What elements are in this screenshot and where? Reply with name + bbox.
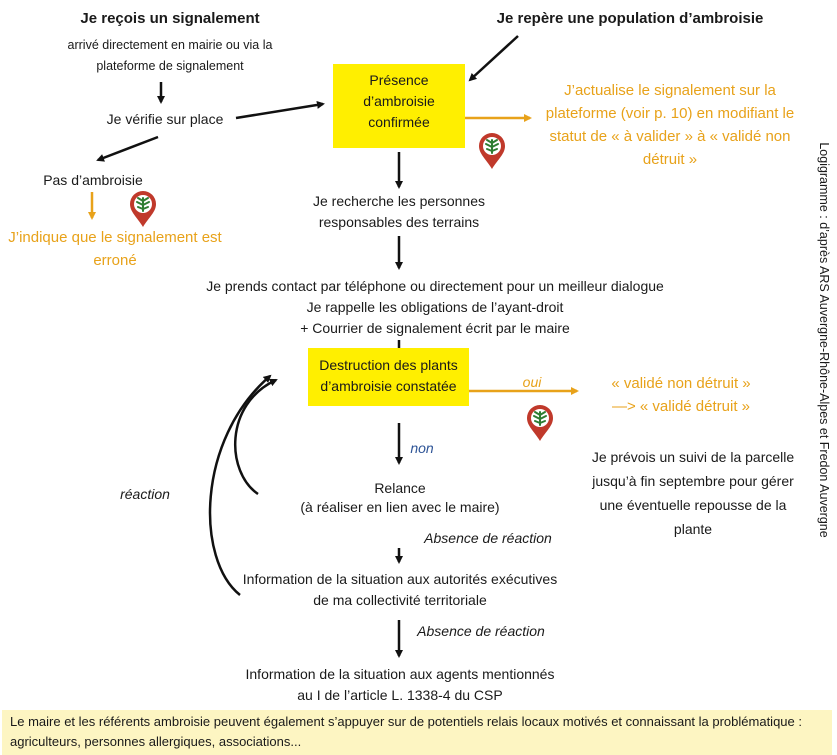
absence-reaction-1: Absence de réaction — [424, 530, 552, 546]
contact-line-1: Je prends contact par téléphone ou direc… — [206, 278, 664, 294]
info-agents-step: Information de la situation aux agents m… — [245, 666, 555, 703]
contact-line-2: Je rappelle les obligations de l’ayant-d… — [306, 299, 564, 315]
followup-text: Je prévois un suivi de la parcelle jusqu… — [591, 449, 795, 537]
absence-reaction-2: Absence de réaction — [417, 623, 545, 639]
arrow-verify-to-none — [96, 135, 159, 162]
receive-subtitle: arrivé directement en mairie ou via la p… — [67, 38, 273, 73]
arrow-info-back — [208, 374, 272, 596]
label-non: non — [410, 440, 434, 456]
relance-step: Relance — [374, 480, 426, 496]
destruction-confirmed-box: Destruction des plants d’ambroisie const… — [308, 348, 469, 406]
validated-status-2: —> « validé détruit » — [612, 398, 750, 415]
receive-title: Je reçois un signalement — [80, 10, 260, 27]
footer-note: Le maire et les référents ambroisie peuv… — [2, 710, 832, 755]
update-platform-text: J’actualise le signalement sur la platef… — [545, 82, 795, 168]
search-owners-step: Je recherche les personnes responsables … — [313, 193, 485, 230]
label-oui: oui — [522, 374, 542, 390]
verify-step: Je vérifie sur place — [106, 111, 224, 127]
arrow-relance-back — [233, 378, 278, 496]
arrow-spot-to-presence — [468, 35, 519, 82]
contact-line-3: + Courrier de signalement écrit par le m… — [300, 320, 570, 336]
ambroisie-map-pin-icon — [479, 133, 505, 169]
ambroisie-map-pin-icon — [527, 405, 553, 441]
validated-status-1: « validé non détruit » — [611, 375, 751, 392]
ambroisie-map-pin-icon — [130, 191, 156, 227]
no-ambroisie: Pas d’ambroisie — [43, 172, 143, 188]
side-credit: Logigramme : d’après ARS Auvergne-Rhône-… — [817, 142, 831, 538]
presence-confirmed-box: Présence d’ambroisie confirmée — [333, 64, 465, 148]
erroneous-report-text: J’indique que le signalement est erroné — [8, 229, 222, 269]
spot-title: Je repère une population d’ambroisie — [496, 10, 764, 27]
arrow-verify-to-presence — [235, 101, 325, 120]
relance-subtitle: (à réaliser en lien avec le maire) — [300, 499, 500, 515]
info-exec-step: Information de la situation aux autorité… — [242, 571, 558, 608]
label-reaction: réaction — [120, 486, 170, 502]
